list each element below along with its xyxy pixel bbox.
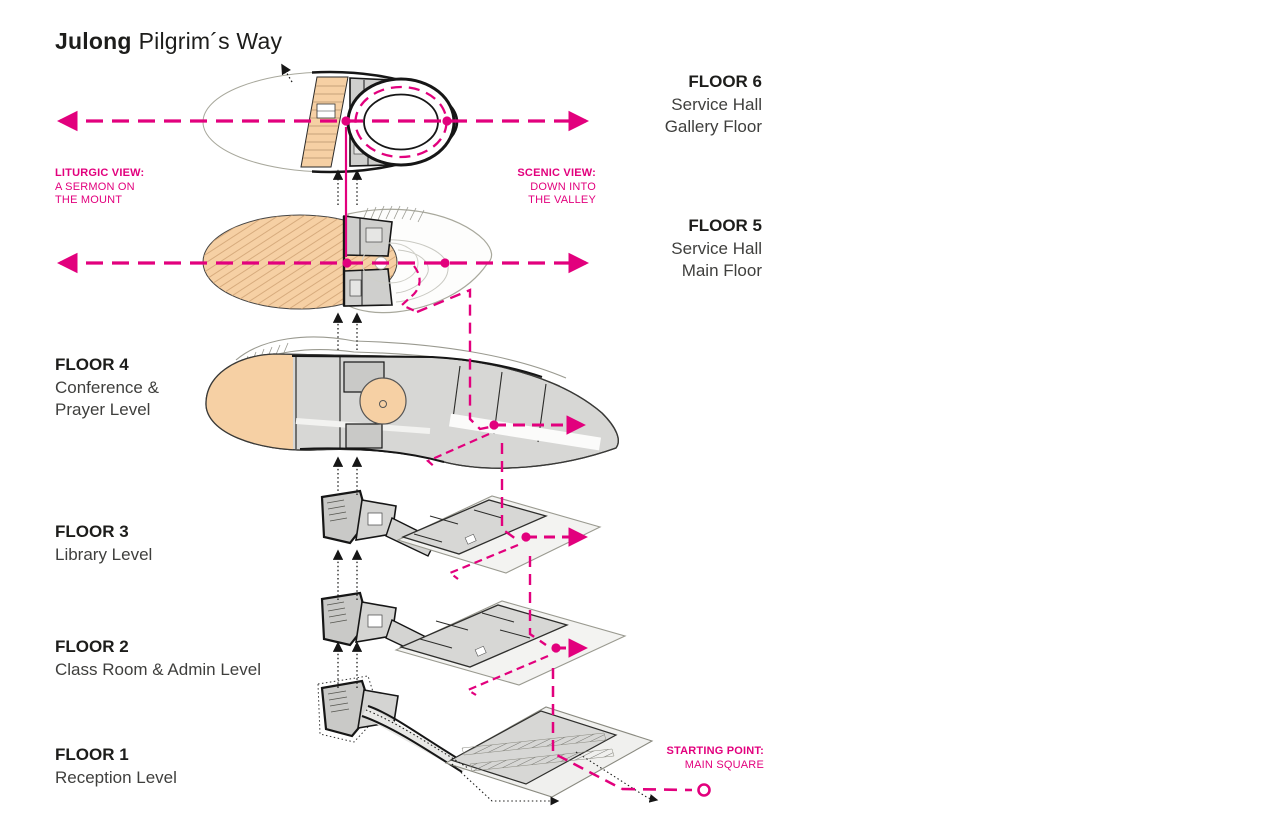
floor4-walkway [448, 413, 602, 451]
title-brand: Julong [55, 28, 132, 54]
descent-3-to-2 [528, 556, 547, 646]
floor2-room-lines [419, 612, 531, 649]
floor1-ramp-band [469, 748, 615, 772]
start-line1: MAIN SQUARE [684, 758, 764, 771]
floor-label-4: FLOOR 4 Conference & Prayer Level [55, 354, 159, 422]
pilgrim-path [56, 85, 711, 797]
floor-4-plan [205, 336, 619, 469]
floor6-line2: Gallery Floor [664, 117, 762, 136]
scenic-line2: THE VALLEY [528, 194, 596, 206]
liturgic-title: LITURGIC VIEW: [55, 167, 145, 179]
floor-label-6: FLOOR 6 Service Hall Gallery Floor [665, 71, 762, 139]
scenic-view-note: SCENIC VIEW: DOWN INTO THE VALLEY [517, 167, 596, 208]
path-to-main-square [621, 787, 693, 792]
descent-5-to-4 [416, 288, 491, 431]
title-rest: Pilgrim´s Way [138, 28, 283, 54]
scenic-title: SCENIC VIEW: [517, 167, 596, 179]
floor-1-plan [317, 675, 654, 798]
floor1-line1: Reception Level [55, 767, 177, 787]
floor6-line1: Service Hall [671, 94, 762, 114]
floor2-name: FLOOR 2 [55, 637, 129, 656]
liturgic-view-note: LITURGIC VIEW: A SERMON ON THE MOUNT [55, 167, 144, 208]
floor5-ramp-hatch [361, 205, 425, 223]
floor4-line2: Prayer Level [55, 400, 151, 419]
liturgic-line1: A SERMON ON [55, 180, 135, 193]
floor-label-3: FLOOR 3 Library Level [55, 521, 152, 566]
path-nodes [341, 116, 561, 653]
descent-2-to-start [551, 668, 623, 791]
liturgic-line2: THE MOUNT [55, 194, 123, 206]
floor5-line2: Main Floor [681, 261, 762, 280]
floor4-line1: Conference & [55, 377, 159, 397]
floor-label-1: FLOOR 1 Reception Level [55, 744, 177, 789]
floor3-name: FLOOR 3 [55, 522, 129, 541]
start-point-circle [697, 783, 711, 797]
floor5-line1: Service Hall [671, 238, 762, 258]
floor4-peach-terrace [206, 354, 293, 462]
floor-2-plan [320, 591, 627, 686]
scenic-line1: DOWN INTO [530, 180, 596, 193]
floor3-room-lines [413, 509, 503, 543]
circulation-arrows [281, 63, 659, 806]
floor1-ramp-band [461, 732, 607, 756]
floor-label-5: FLOOR 5 Service Hall Main Floor [671, 215, 762, 283]
floor5-core-rooms [342, 215, 393, 307]
starting-point-note: STARTING POINT: MAIN SQUARE [666, 745, 764, 772]
floor5-name: FLOOR 5 [688, 216, 762, 235]
floor-label-2: FLOOR 2 Class Room & Admin Level [55, 636, 261, 681]
floor-3-plan [320, 489, 602, 574]
start-title: STARTING POINT: [666, 745, 764, 757]
descent-4-to-3 [500, 443, 517, 540]
floor2-line1: Class Room & Admin Level [55, 659, 261, 679]
floor4-rooms [291, 355, 547, 463]
floor4-name: FLOOR 4 [55, 355, 129, 374]
floor6-name: FLOOR 6 [688, 72, 762, 91]
floor1-name: FLOOR 1 [55, 745, 129, 764]
floor3-line1: Library Level [55, 544, 153, 564]
